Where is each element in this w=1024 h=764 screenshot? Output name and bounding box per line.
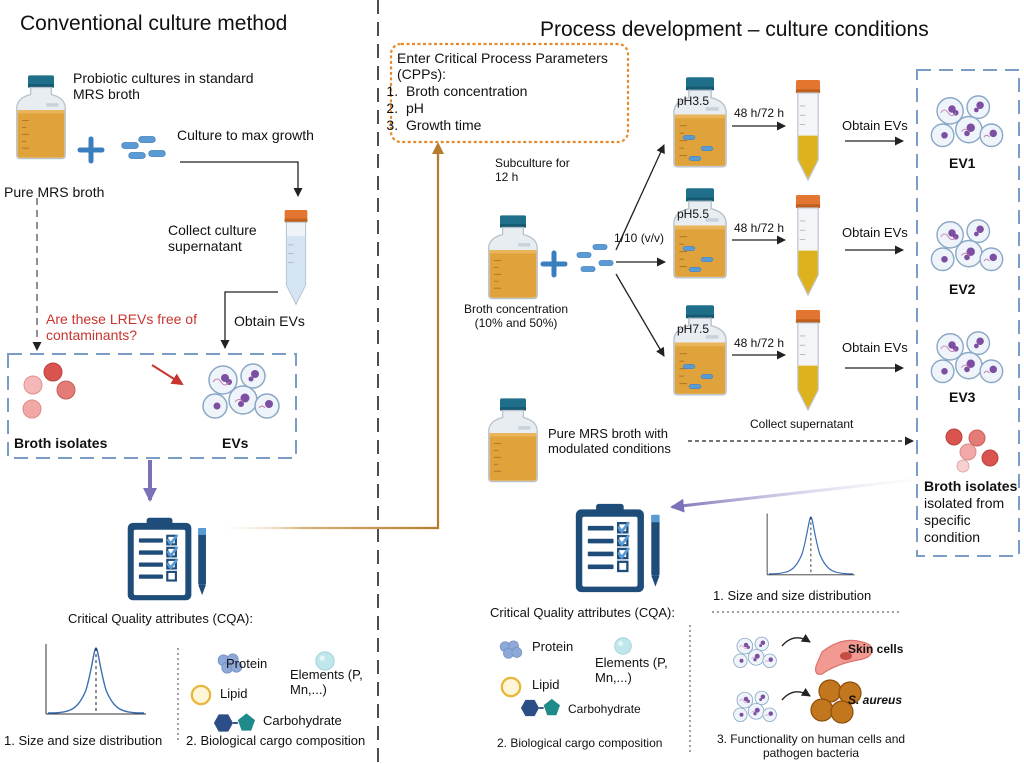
brown-arrow-path <box>214 146 440 530</box>
skin-cell-nucleus <box>840 652 852 660</box>
lipid-icon-left <box>190 684 212 706</box>
plus-sign-right <box>540 250 568 278</box>
broth-isolates-sub-label: isolated from specific condition <box>924 495 1005 545</box>
time-label-1: 48 h/72 h <box>734 106 785 120</box>
ph-bottle-1 <box>673 76 727 168</box>
skin-cells-label: Skin cells <box>848 642 904 656</box>
obtain-evs-right-1: Obtain EVs <box>842 118 908 133</box>
cpp-item: Growth time <box>402 117 527 134</box>
question-label: Are these LREVs free of contaminants? <box>46 311 197 344</box>
obtain-evs-right-3: Obtain EVs <box>842 340 908 355</box>
cpp-box <box>389 42 630 144</box>
plus-sign-left <box>77 136 105 164</box>
protein-label-right: Protein <box>532 639 574 654</box>
lipid-label-right: Lipid <box>532 677 560 692</box>
culture-max-label: Culture to max growth <box>177 127 314 143</box>
ph-bottle-2 <box>673 187 727 279</box>
broth-isolates-label-left: Broth isolates <box>14 435 108 451</box>
time-label-3: 48 h/72 h <box>734 336 785 350</box>
branch-arrow-top <box>615 144 665 251</box>
protein-label-left: Protein <box>226 656 268 671</box>
ev3-label: EV3 <box>949 389 976 405</box>
tube-culture-left <box>284 210 308 305</box>
left-title: Conventional culture method <box>20 12 288 35</box>
ph-bottle-3 <box>673 304 727 396</box>
pure-mrs-modulated-label: Pure MRS broth with modulated conditions <box>548 426 671 456</box>
elements-label-right: Elements (P, Mn,...) <box>595 655 668 685</box>
dilution-label: 1/10 (v/v) <box>614 231 665 245</box>
ev2-label: EV2 <box>949 281 976 297</box>
carbohydrate-label-right: Carbohydrate <box>568 702 641 716</box>
broth-isolates-dots-left <box>22 362 76 419</box>
clipboard-icon-left <box>126 516 208 602</box>
branch-arrow-bottom <box>615 273 665 357</box>
carbohydrate-icon-left <box>212 712 256 733</box>
mrs-bottle-left <box>15 74 67 160</box>
cqa-title-right: Critical Quality attributes (CQA): <box>490 605 675 620</box>
evs-small-saureus <box>733 690 777 722</box>
element-icon-right <box>614 637 632 655</box>
cargo-label-left: 2. Biological cargo composition <box>186 733 366 748</box>
broth-conc-label: Broth concentration (10% and 50%) <box>463 302 569 330</box>
cpp-heading: Enter Critical Process Parameters (CPPs)… <box>397 50 608 83</box>
subculture-label: Subculture for 12 h <box>495 156 570 184</box>
function-label: 3. Functionality on human cells and path… <box>716 732 906 760</box>
size-label-left: 1. Size and size distribution <box>4 733 163 748</box>
carbohydrate-icon-right <box>519 698 561 718</box>
s-aureus-label: S. aureus <box>848 693 903 707</box>
broth-isolates-dots-right <box>945 428 999 473</box>
bacteria-right <box>576 244 614 272</box>
supernatant-tube-1 <box>795 80 821 181</box>
lipid-label-left: Lipid <box>220 686 248 701</box>
red-question-arrow <box>151 364 184 386</box>
arrow-to-saureus <box>781 687 811 701</box>
s-aureus-cluster <box>810 679 862 724</box>
elements-label-left: Elements (P, Mn,...) <box>290 667 363 697</box>
ph-label-2: pH5.5 <box>677 207 710 221</box>
supernatant-tube-2 <box>795 195 821 296</box>
evs-small-skin <box>733 636 777 668</box>
collect-label: Collect culture supernatant <box>168 222 257 255</box>
ev1-cluster <box>930 95 1004 148</box>
broth-isolates-label-right: Broth isolates <box>924 478 1018 494</box>
supernatant-tube-3 <box>795 310 821 411</box>
time-label-2: 48 h/72 h <box>734 221 785 235</box>
evs-label-left: EVs <box>222 435 249 451</box>
ev1-label: EV1 <box>949 155 976 171</box>
ph-label-1: pH3.5 <box>677 94 710 108</box>
cqa-title-left: Critical Quality attributes (CQA): <box>68 611 253 626</box>
size-distribution-chart-right <box>766 512 856 576</box>
right-title: Process development – culture conditions <box>540 18 929 41</box>
cpp-list: Broth concentration pH Growth time <box>378 83 527 134</box>
size-distribution-chart-left <box>45 643 147 715</box>
ph-label-3: pH7.5 <box>677 322 710 336</box>
carbohydrate-label-left: Carbohydrate <box>263 713 342 728</box>
clipboard-icon-right <box>574 502 661 594</box>
arrow-obtain-evs-left <box>220 291 278 349</box>
obtain-evs-right-2: Obtain EVs <box>842 225 908 240</box>
ev2-cluster <box>930 219 1004 272</box>
mrs-bottle-center <box>487 214 539 300</box>
probiotic-label: Probiotic cultures in standard MRS broth <box>73 70 254 103</box>
ev3-cluster <box>930 331 1004 384</box>
left-isolates-box <box>7 353 297 459</box>
size-label-right: 1. Size and size distribution <box>713 588 872 603</box>
arrow-culture-max <box>180 161 303 197</box>
evs-cluster-left <box>202 363 280 419</box>
cpp-item: Broth concentration <box>402 83 527 100</box>
pure-mrs-label: Pure MRS broth <box>4 184 105 200</box>
cargo-label-right: 2. Biological cargo composition <box>497 736 663 750</box>
purple-arrow-right <box>670 476 931 513</box>
bacteria-left <box>121 136 166 159</box>
lipid-icon-right <box>500 676 522 698</box>
obtain-evs-left: Obtain EVs <box>234 313 305 329</box>
collect-supernatant-label: Collect supernatant <box>750 417 854 431</box>
right-ev-box <box>916 69 1020 557</box>
protein-icon-right <box>499 640 523 659</box>
arrow-to-skin <box>781 633 811 647</box>
cpp-item: pH <box>402 100 527 117</box>
mrs-bottle-modulated <box>487 397 539 483</box>
